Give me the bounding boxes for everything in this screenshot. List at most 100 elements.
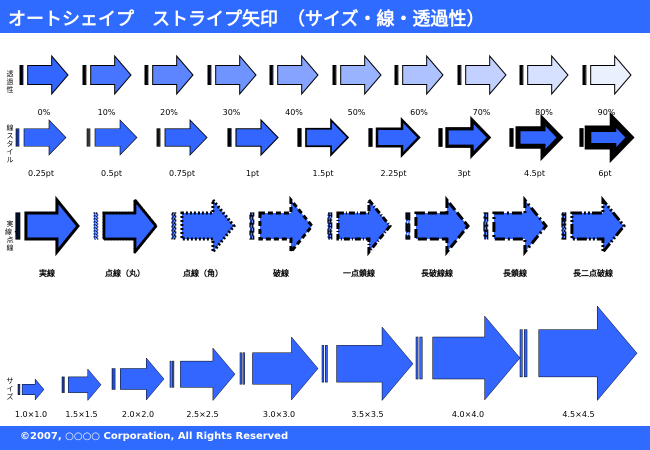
sample-label: 4.0×4.0 [451,410,485,419]
arrow-stripe [407,212,411,240]
sample-label: 70% [472,108,491,117]
arrow-stripe [63,376,65,393]
sample-label: 2.25pt [380,169,407,178]
copyright-text: ©2007, ○○○○ Corporation, All Rights Rese… [20,431,289,442]
arrow-stripe [249,212,252,240]
sample-label: 2.0×2.0 [121,410,155,419]
arrow-body [102,195,158,257]
page-title: オートシェイプ ストライプ矢印 （サイズ・線・透過性） [8,9,485,30]
sample-label: 1pt [245,169,260,178]
arrow-body [180,346,236,401]
arrow-stripe [111,368,114,390]
arrow-body [527,54,569,96]
sample-label: 実線 [39,269,55,278]
arrow-size-1 [61,367,102,401]
arrow-stripe [173,212,177,240]
arrow-dash-dash [249,195,314,257]
sample-label: 90% [597,108,616,117]
arrow-size-6 [415,315,521,401]
sample-label: 1.5×1.5 [65,410,98,419]
arrow-stripe [158,128,161,147]
arrow-body [23,119,67,156]
arrow-stripe [396,65,399,85]
arrow-line-width-7 [508,113,563,162]
arrow-body [67,367,102,401]
arrow-stripe [297,128,300,147]
row-label-line-type: 実線・点線 [5,220,19,252]
arrow-stripe [458,65,461,85]
arrow-transparency-90 [582,54,632,96]
arrow-body [214,54,257,96]
arrow-stripe [21,65,24,85]
arrow-size-2 [111,357,165,401]
arrow-stripe [269,65,272,85]
sample-label: 10% [97,108,116,117]
arrow-stripe [523,328,528,377]
arrow-stripe [239,352,242,385]
arrow-body [414,195,470,257]
arrow-stripe [581,128,584,147]
arrow-body [492,195,548,257]
arrow-body [402,54,444,96]
arrow-transparency-70 [457,54,507,96]
arrow-body [538,304,638,401]
arrow-body [570,195,626,257]
arrow-body [432,315,521,401]
arrow-stripe [485,212,489,240]
arrow-size-4 [239,336,319,401]
arrow-stripe [17,212,21,240]
sample-label: 0.5pt [101,169,122,178]
arrow-body [258,195,314,257]
arrow-body [375,116,421,159]
arrow-stripe [457,65,459,85]
arrow-stripe [508,128,512,147]
sample-label: 80% [535,108,553,117]
arrow-stripe [15,128,18,147]
arrow-stripe [299,128,302,147]
arrow-body [164,118,208,157]
arrow-stripe [144,65,147,85]
arrow-stripe [271,65,274,85]
arrow-transparency-30 [207,54,257,96]
arrow-stripe [579,128,582,147]
arrow-stripe [519,65,522,85]
arrow-stripe [582,65,584,85]
arrow-stripe [169,360,172,388]
arrow-stripe [156,128,159,147]
sample-label: 長二点破線 [573,269,613,278]
sample-label: 6pt [598,169,612,178]
row-label-line-style: 線スタイル [6,124,14,164]
arrow-stripe [228,128,232,147]
arrow-stripe [329,212,333,240]
arrow-dash-long-dash-dot-dot [561,195,626,257]
arrow-dash-long-dash [405,195,470,257]
arrow-size-0 [17,378,45,401]
arrow-body [464,54,507,96]
arrow-line-width-5 [367,116,421,159]
arrow-dash-dash-dot [327,195,392,257]
sample-label: 一点鎖線 [343,269,375,278]
arrow-stripe [86,128,88,147]
sample-label: 2.5×2.5 [186,410,219,419]
sample-label: 1.5pt [312,169,334,178]
sample-label: 0% [37,108,51,117]
arrow-transparency-40 [269,54,319,96]
arrow-stripe [440,128,443,147]
arrow-stripe [242,352,245,385]
arrow-body [305,117,350,158]
arrow-body [120,357,165,401]
arrow-body [336,325,414,401]
arrow-line-width-8 [579,111,635,164]
arrow-stripe [207,65,209,85]
arrow-line-width-1 [86,119,137,156]
arrow-stripe [419,336,423,380]
arrow-stripe [438,128,441,147]
arrow-stripe [521,65,524,85]
arrow-stripe [332,65,334,85]
sample-label: 4.5×4.5 [562,410,595,419]
arrow-body [21,378,45,401]
arrow-body [445,115,492,160]
arrow-body [89,54,132,96]
arrow-stripe [333,65,336,85]
sample-label: 点線（角） [183,269,223,278]
